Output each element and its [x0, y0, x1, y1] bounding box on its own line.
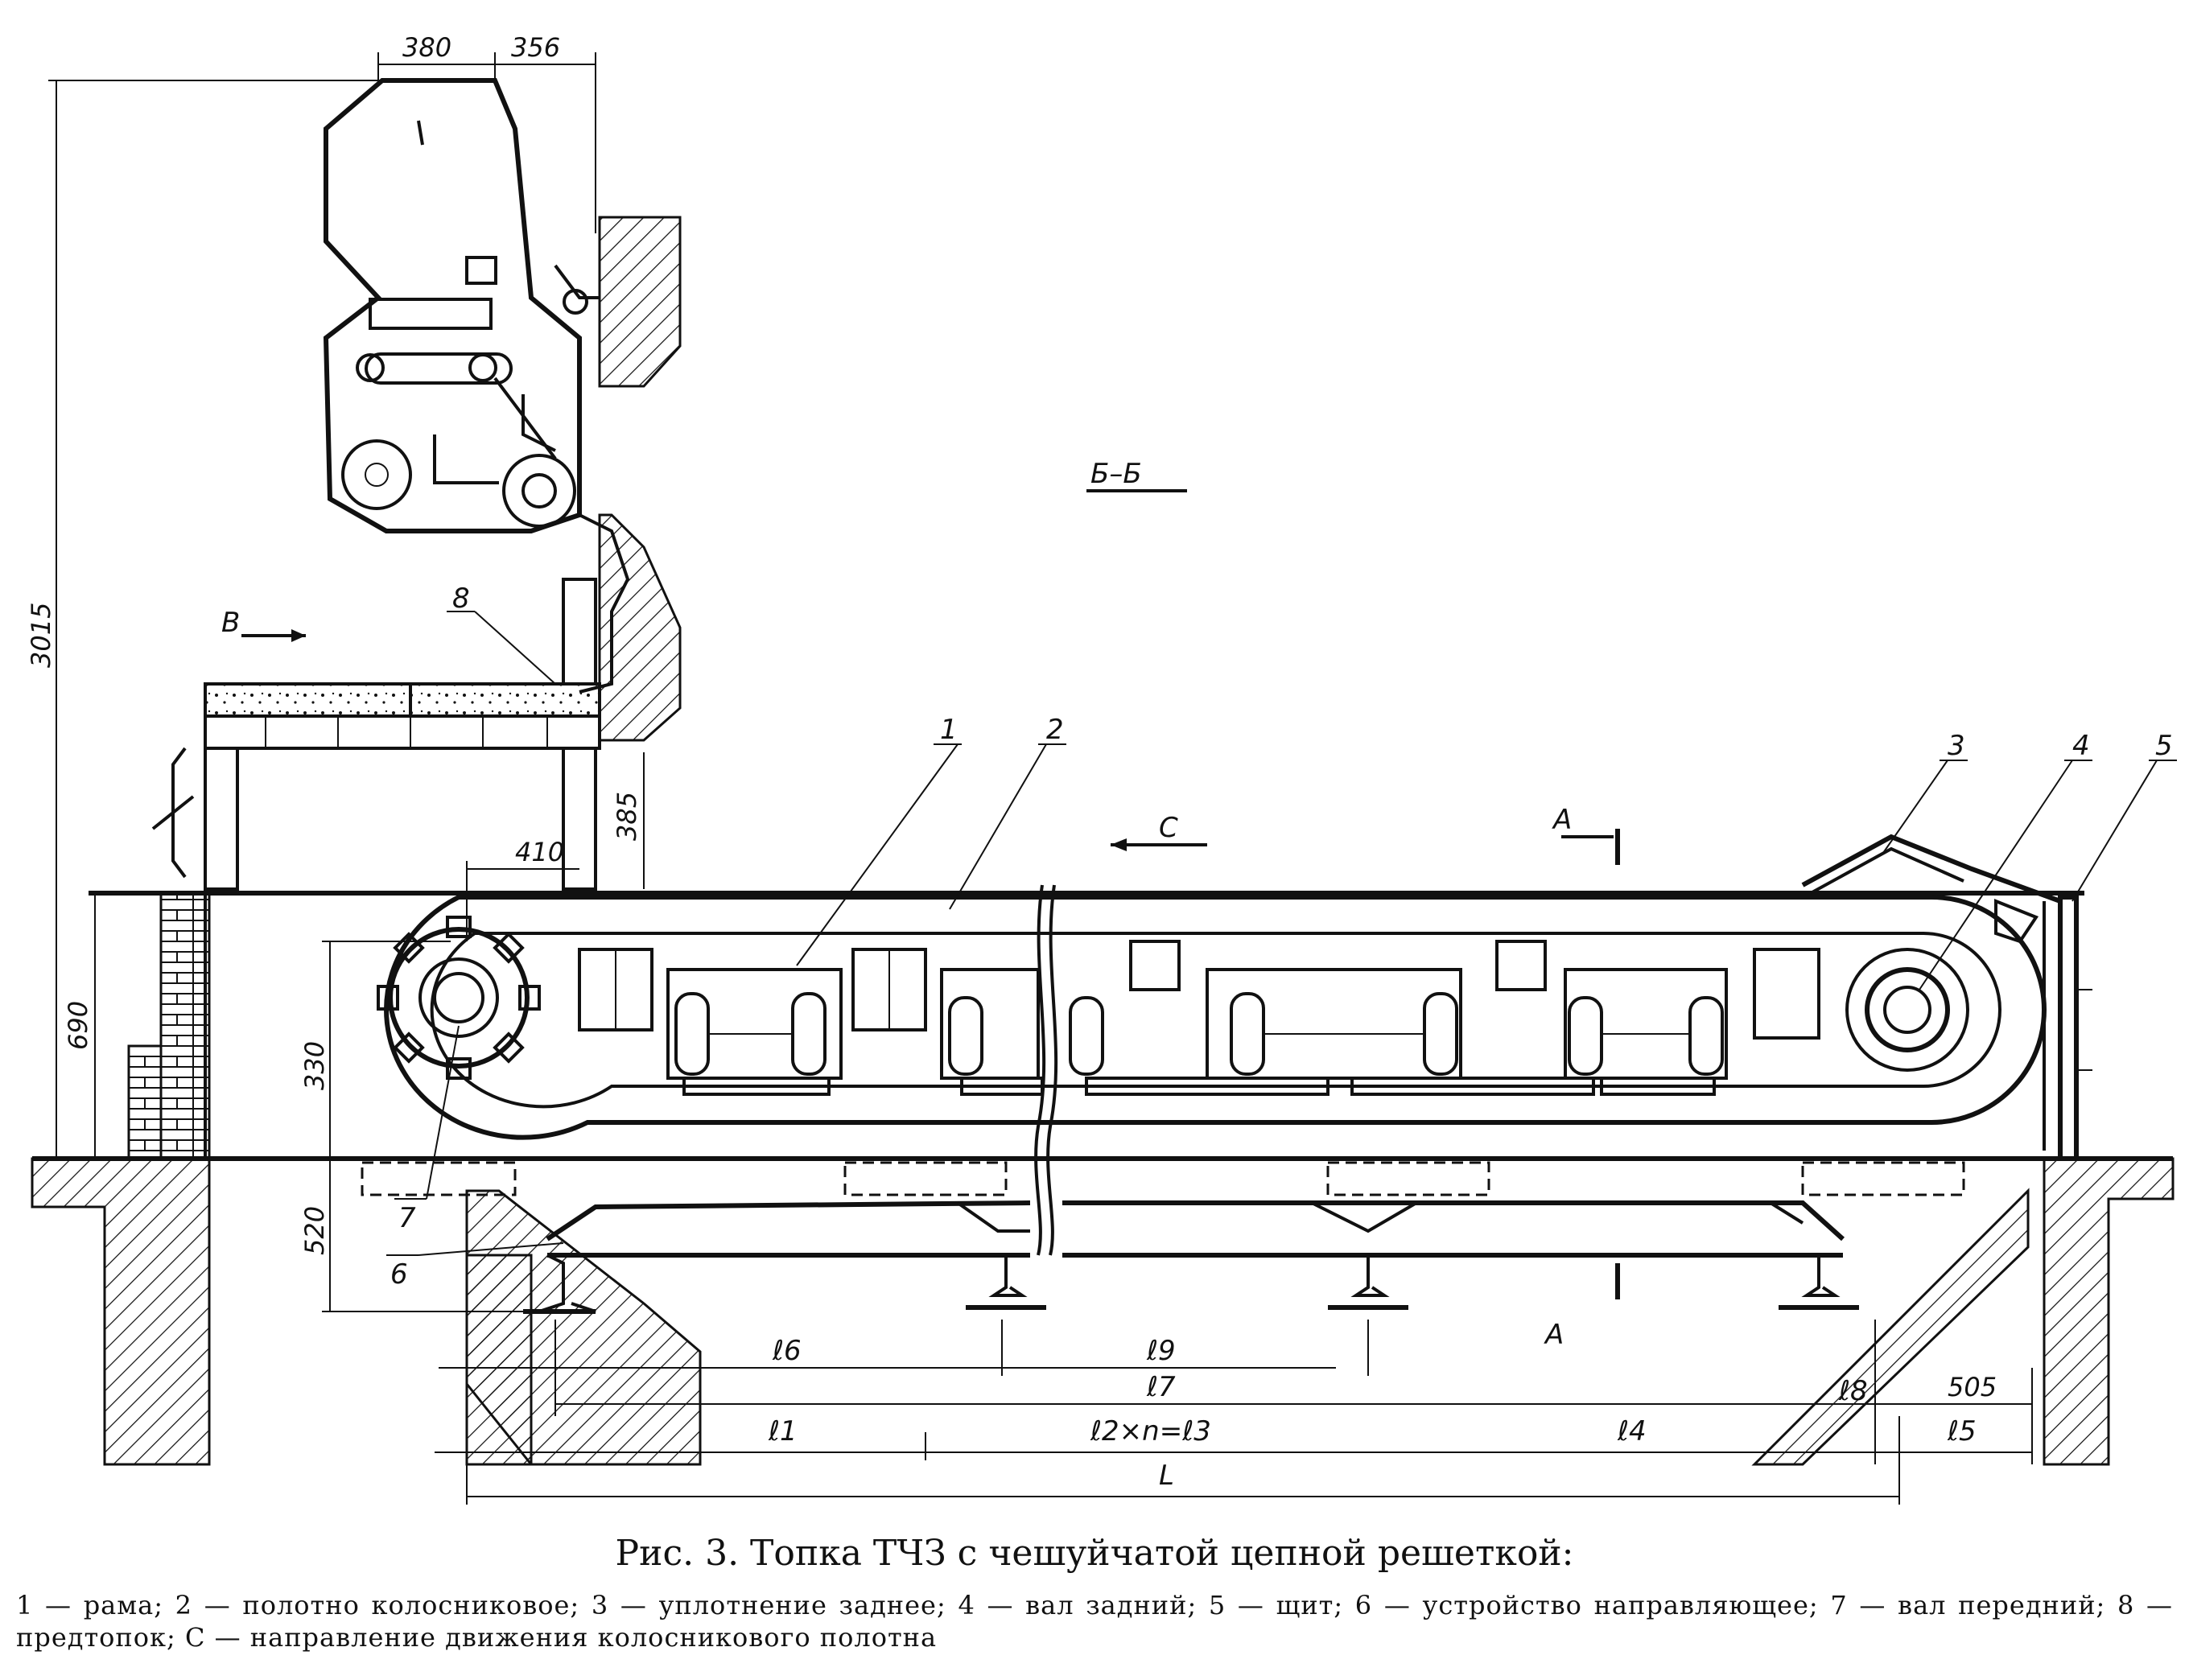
length-l5: ℓ5 — [1947, 1415, 1977, 1447]
callout-8: 8 — [452, 583, 470, 615]
pre-furnace — [151, 682, 601, 891]
section-cut-label-top: A — [1552, 804, 1572, 836]
feed-direction-label: В — [221, 607, 240, 639]
belt-direction-label: C — [1159, 812, 1178, 844]
right-foundation — [465, 1157, 2175, 1466]
length-l4: ℓ4 — [1617, 1415, 1647, 1447]
callout-5: 5 — [2155, 730, 2173, 762]
callout-7: 7 — [398, 1202, 416, 1234]
hopper — [323, 78, 600, 533]
section-label: Б–Б — [1090, 458, 1142, 490]
section-cut — [1561, 829, 1620, 1299]
dimension-lines — [48, 52, 2033, 1505]
callout-6: 6 — [390, 1258, 408, 1291]
dim-top-left: 380 — [402, 32, 451, 63]
length-L: L — [1159, 1460, 1174, 1492]
roller-carriages — [666, 968, 1728, 1096]
guide-device — [546, 1200, 1845, 1258]
callout-2: 2 — [1046, 714, 1064, 746]
dim-gap-height: 385 — [612, 792, 642, 841]
dim-last-right: 505 — [1948, 1372, 1997, 1402]
rear-shield — [2043, 895, 2092, 1161]
figure-caption: Рис. 3. Топка ТЧЗ с чешуйчатой цепной ре… — [615, 1533, 1574, 1574]
rear-seal — [1801, 834, 2062, 944]
callout-bars — [386, 611, 2177, 1256]
grate-belt — [384, 895, 2047, 1140]
section-cut-label-bottom: A — [1544, 1319, 1564, 1351]
boiler-wall — [562, 216, 682, 742]
frame — [32, 891, 2173, 1161]
callout-1: 1 — [940, 714, 958, 746]
length-l6: ℓ6 — [772, 1335, 802, 1367]
length-l2: ℓ2×n=ℓ3 — [1090, 1415, 1211, 1447]
lower-dashed-parts — [361, 1161, 1965, 1196]
length-l1: ℓ1 — [768, 1415, 798, 1447]
length-l7: ℓ7 — [1146, 1371, 1176, 1403]
callout-3: 3 — [1948, 730, 1965, 762]
length-l8: ℓ8 — [1838, 1375, 1868, 1407]
dim-axle-height: 330 — [299, 1041, 330, 1090]
rails — [523, 1254, 1859, 1314]
dim-total-height: 3015 — [26, 603, 56, 668]
rear-shaft — [1845, 948, 1969, 1072]
dim-lower-height: 520 — [299, 1206, 330, 1255]
dim-top-right: 356 — [511, 32, 560, 63]
callout-4: 4 — [2072, 730, 2090, 762]
dim-frame-height: 690 — [63, 1001, 93, 1050]
figure-legend: 1 — рама; 2 — полотно колосниковое; 3 — … — [16, 1590, 2173, 1653]
left-foundation — [31, 891, 211, 1466]
break-line — [1034, 884, 1058, 1256]
callout-leaders — [418, 611, 2158, 1256]
length-l9: ℓ9 — [1146, 1335, 1176, 1367]
frame-supports — [578, 932, 1820, 1040]
dim-offset: 410 — [515, 837, 564, 867]
